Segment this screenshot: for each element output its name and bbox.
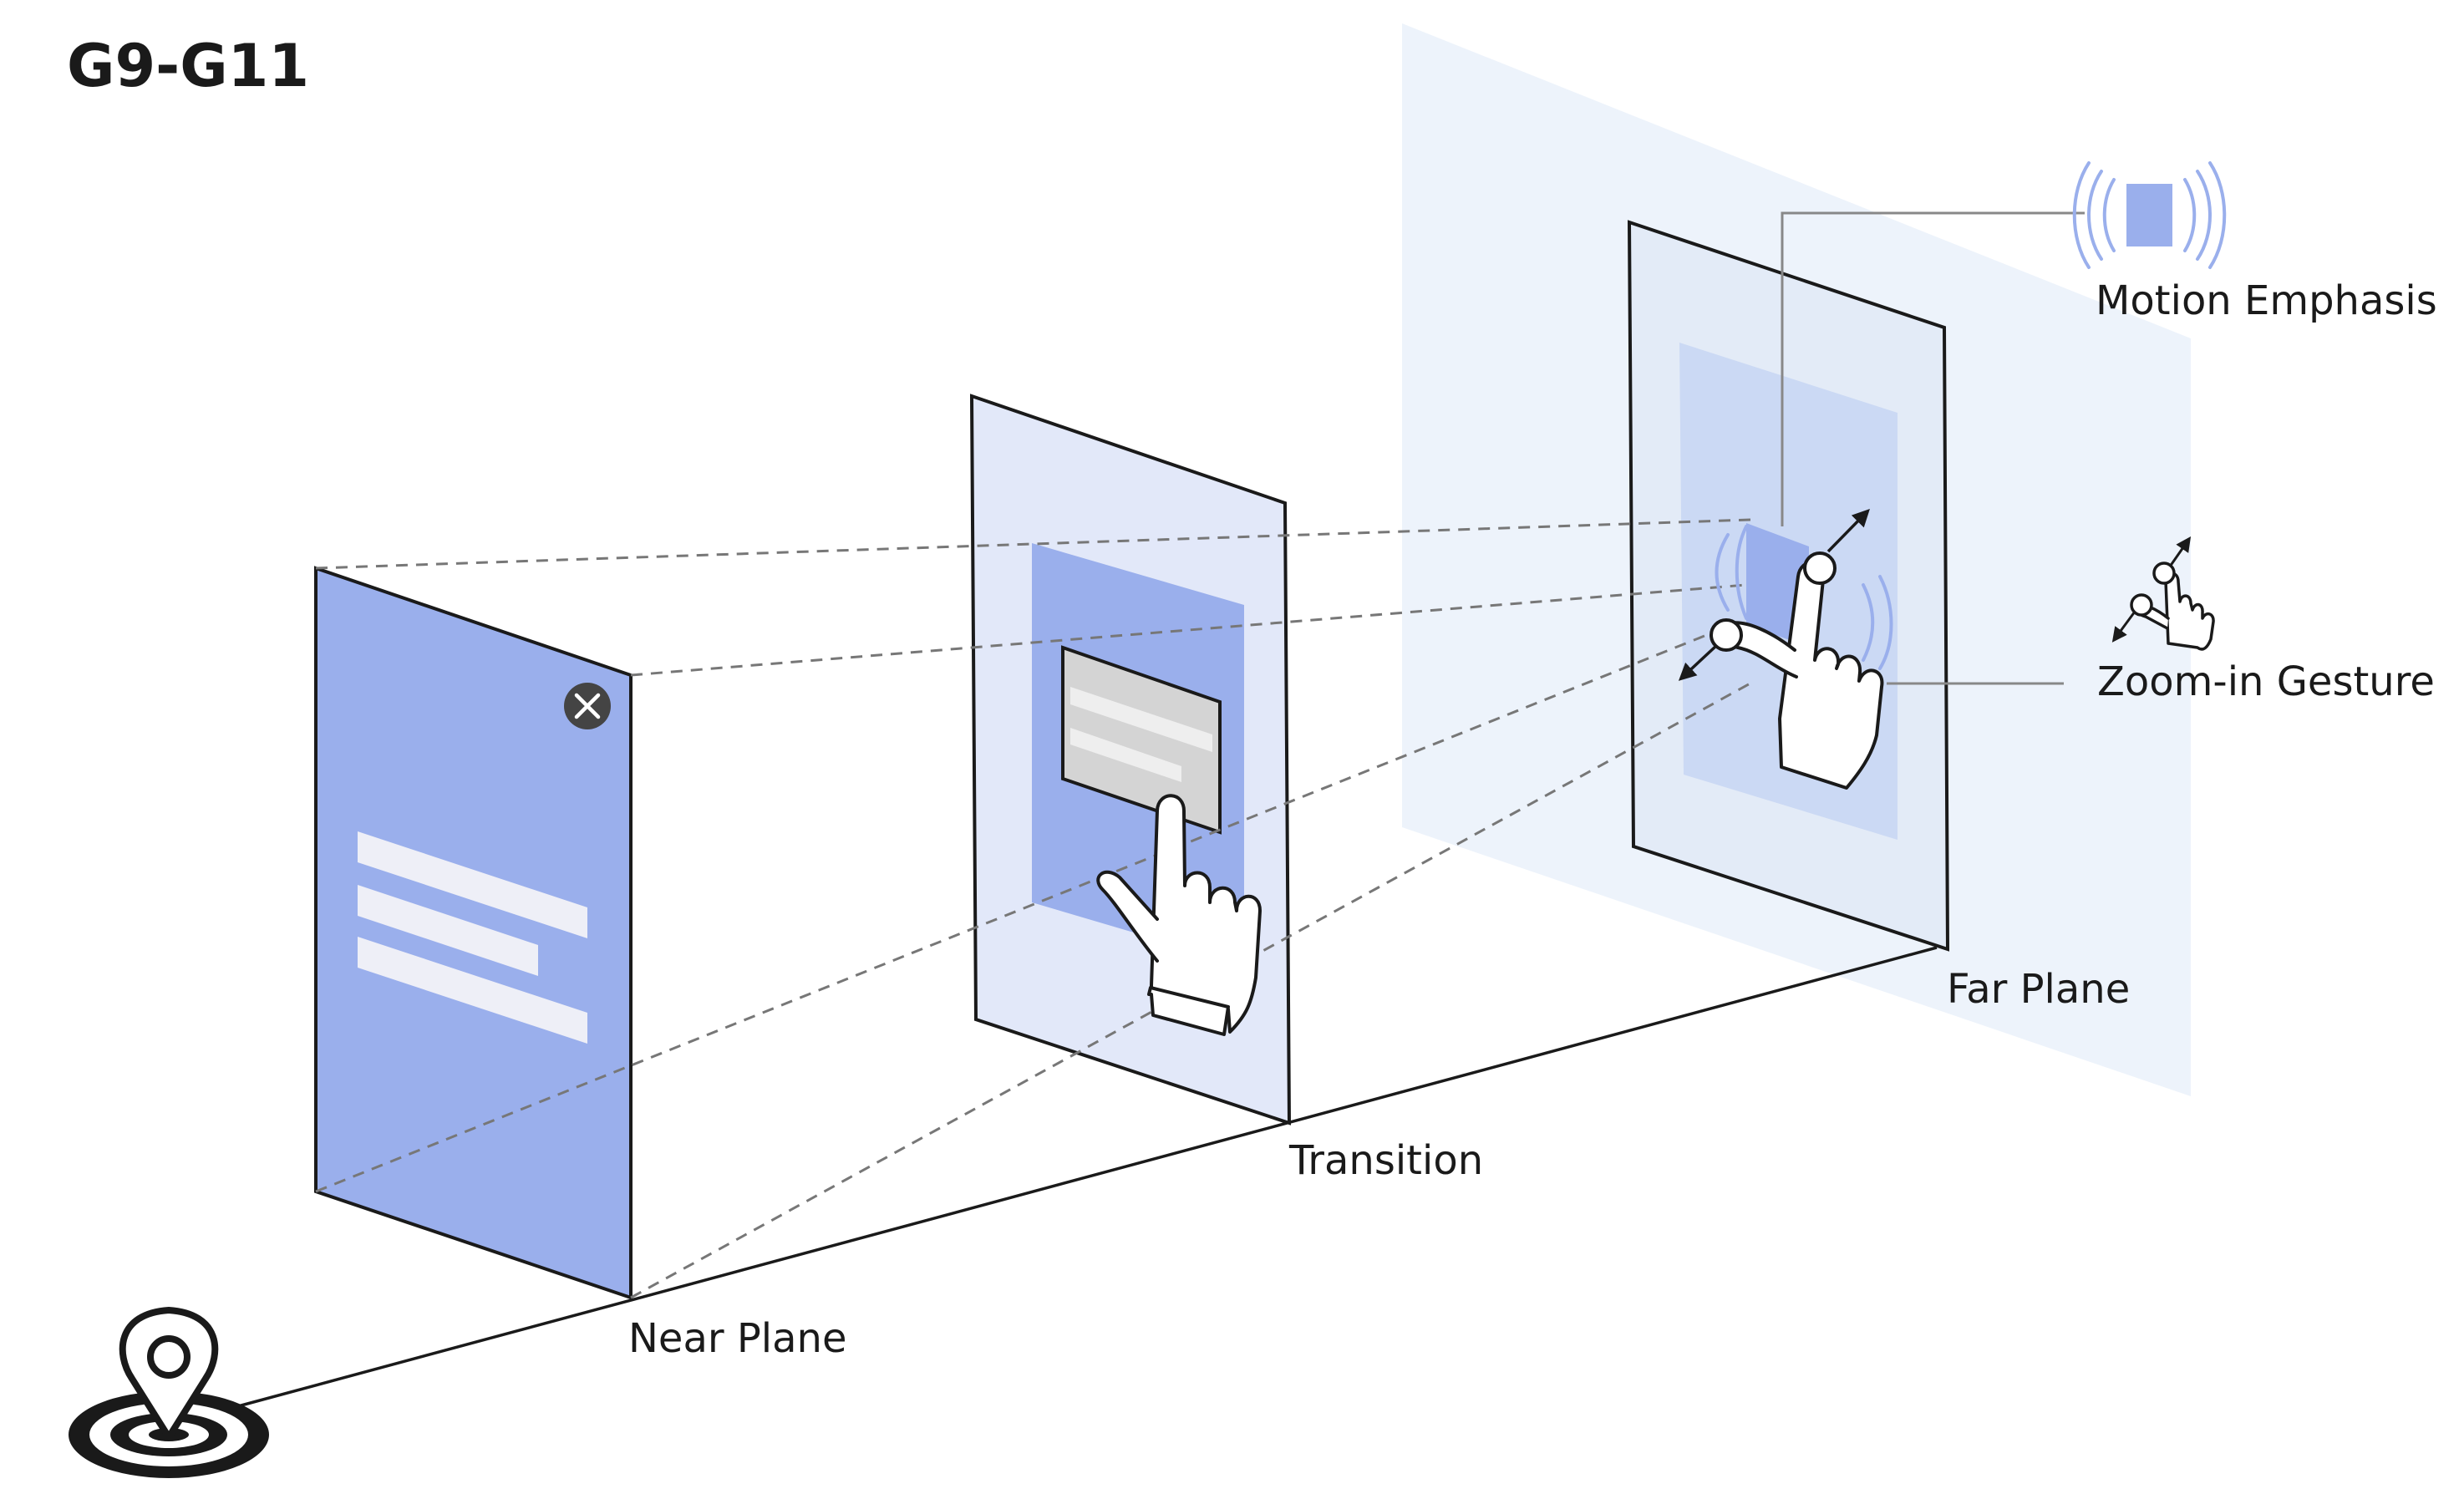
near-plane-label: Near Plane [628,1315,847,1362]
dialog-card [1061,645,1222,835]
location-pin-target-icon [69,1307,269,1478]
motion-callout-line [1781,211,2085,526]
vibrating-phone-icon [2072,161,2227,269]
pointing-hand-icon [1096,794,1262,1036]
perspective-guides [315,518,1755,1299]
text-line-3 [358,937,587,1044]
zoom-gesture-label: Zoom-in Gesture [2097,658,2435,705]
zoom-gesture-icon [2111,536,2215,651]
pinch-zoom-hand-icon [1678,508,1893,790]
text-line-1 [358,831,587,938]
close-icon[interactable] [564,683,611,729]
near-plane [314,566,633,1300]
ground-path-line [225,946,1938,1411]
diagram-title: G9-G11 [67,32,309,100]
text-line-2 [358,885,538,976]
motion-emphasis-label: Motion Emphasis [2096,277,2437,324]
transition-label: Transition [1288,1137,1483,1184]
far-plane-label: Far Plane [1947,966,2130,1013]
